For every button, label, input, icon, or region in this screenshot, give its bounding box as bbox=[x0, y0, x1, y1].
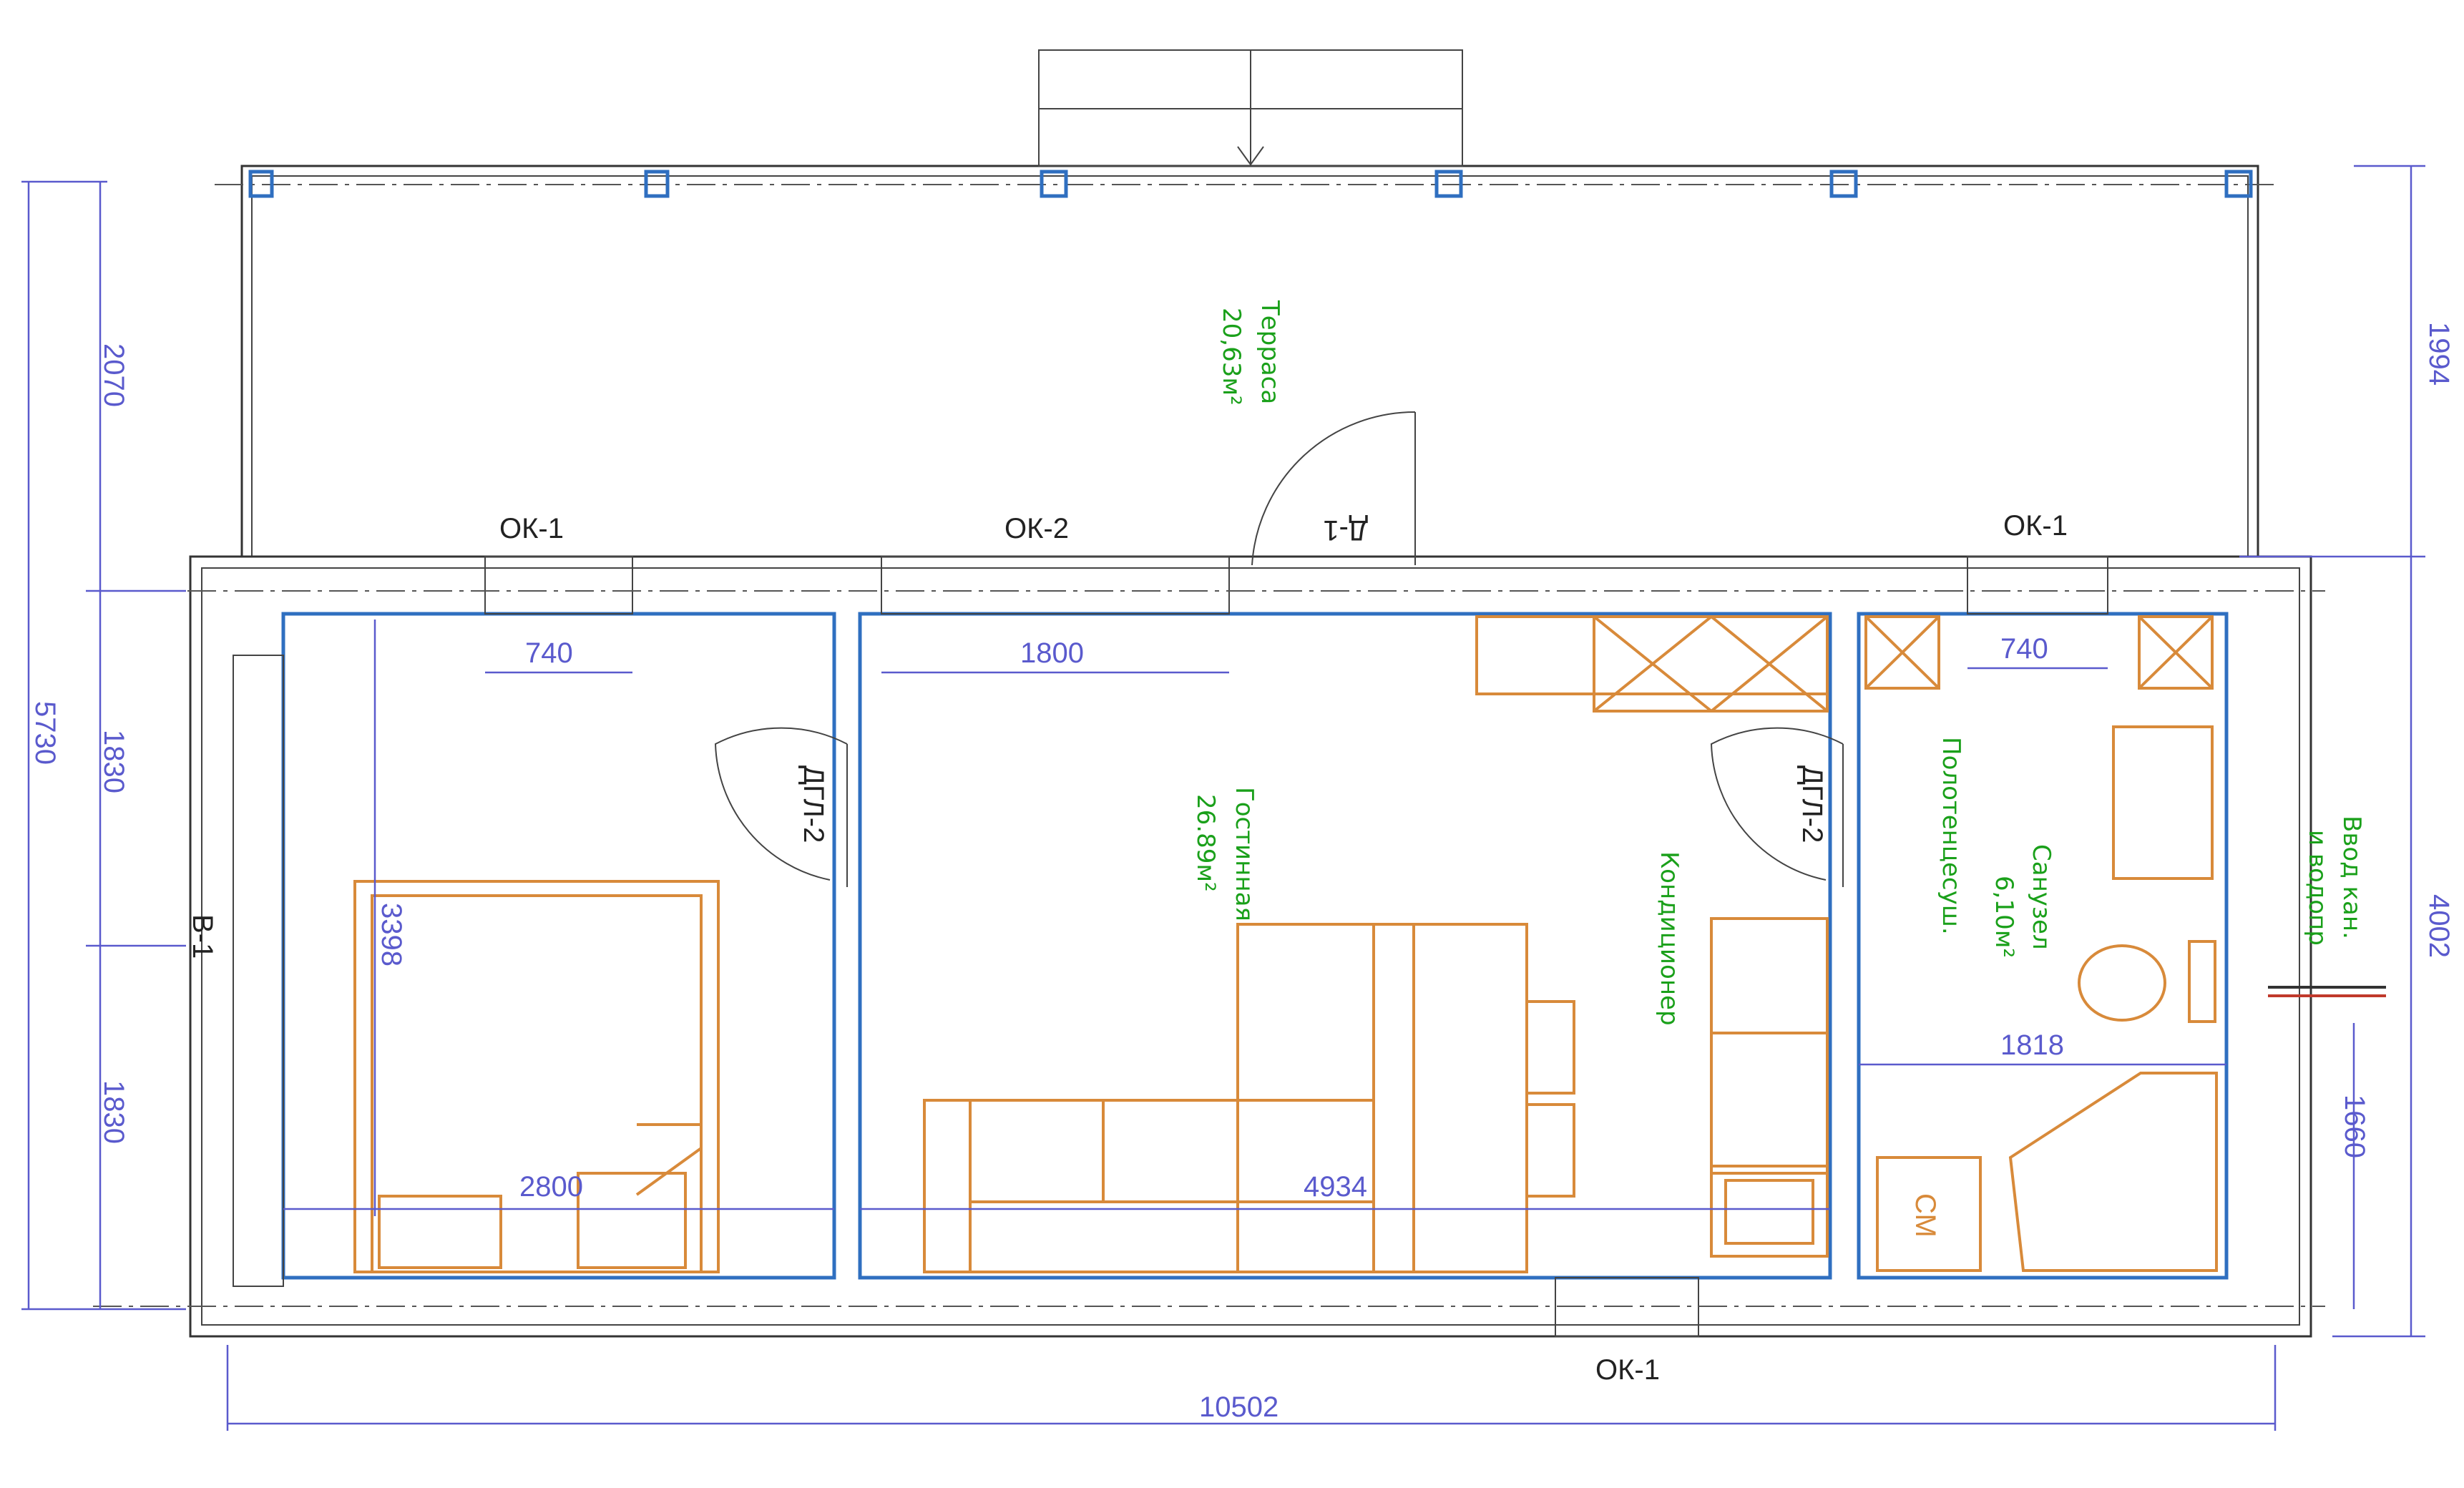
dim-bed-room-depth: 3398 bbox=[376, 903, 407, 966]
door-dgl2-left bbox=[714, 727, 848, 887]
building-walls bbox=[93, 555, 2325, 1338]
pipe-inlet bbox=[2268, 986, 2386, 997]
dim-bed-room-width: 2800 bbox=[519, 1171, 583, 1203]
dim-win-mid: 1800 bbox=[1020, 637, 1084, 669]
bath-area: 6,10м² bbox=[1990, 876, 2018, 958]
dim-win-left: 740 bbox=[525, 637, 573, 669]
dim-right-inner: 1660 bbox=[2339, 1095, 2370, 1158]
sofa bbox=[923, 923, 1575, 1273]
washer-label: СМ bbox=[1910, 1193, 1941, 1238]
door-dgl2-right-label: ДГЛ-2 bbox=[1796, 765, 1828, 843]
dim-right-bot: 4002 bbox=[2423, 894, 2455, 958]
dim-bath-width: 1818 bbox=[2000, 1029, 2064, 1061]
towel-label: Полотенцесуш. bbox=[1937, 737, 1965, 935]
window-v1-label: В-1 bbox=[187, 914, 218, 959]
living-label: Гостинная bbox=[1230, 787, 1258, 921]
terrace bbox=[215, 49, 2275, 558]
dim-bottom-total: 10502 bbox=[1199, 1391, 1279, 1423]
kitchen bbox=[1475, 615, 1829, 1258]
dim-win-right: 740 bbox=[2000, 633, 2048, 665]
bath-label: Санузел bbox=[2027, 844, 2055, 950]
door-d1-label: Д-1 bbox=[1323, 514, 1368, 546]
window-ok1-left: ОК-1 bbox=[499, 513, 564, 544]
bed bbox=[353, 880, 720, 1273]
terrace-steps bbox=[1038, 49, 1463, 167]
dim-left-total: 5730 bbox=[29, 701, 61, 765]
door-dgl2-left-label: ДГЛ-2 bbox=[798, 765, 829, 843]
dim-living-width: 4934 bbox=[1304, 1171, 1367, 1203]
bathroom-fixtures bbox=[1864, 615, 2218, 1272]
door-d1 bbox=[1251, 411, 1416, 566]
dim-right-top: 1994 bbox=[2423, 322, 2455, 386]
window-ok1-bottom: ОК-1 bbox=[1595, 1354, 1660, 1386]
dimension-lines bbox=[21, 165, 2425, 1431]
dim-left-top: 2070 bbox=[98, 343, 129, 407]
terrace-area: 20,63м² bbox=[1217, 308, 1246, 406]
dim-left-bot: 1830 bbox=[98, 1080, 129, 1144]
living-area: 26.89м² bbox=[1191, 794, 1220, 892]
door-dgl2-right bbox=[1710, 727, 1844, 887]
inlet-label-2: и водопр bbox=[2303, 830, 2332, 946]
dim-left-mid: 1830 bbox=[98, 730, 129, 793]
terrace-label: Терраса bbox=[1256, 300, 1284, 404]
ac-label: Кондиционер bbox=[1655, 851, 1683, 1026]
window-ok1-right: ОК-1 bbox=[2003, 510, 2068, 542]
inlet-label-1: Ввод кан. bbox=[2337, 816, 2366, 939]
window-ok2: ОК-2 bbox=[1004, 513, 1069, 544]
